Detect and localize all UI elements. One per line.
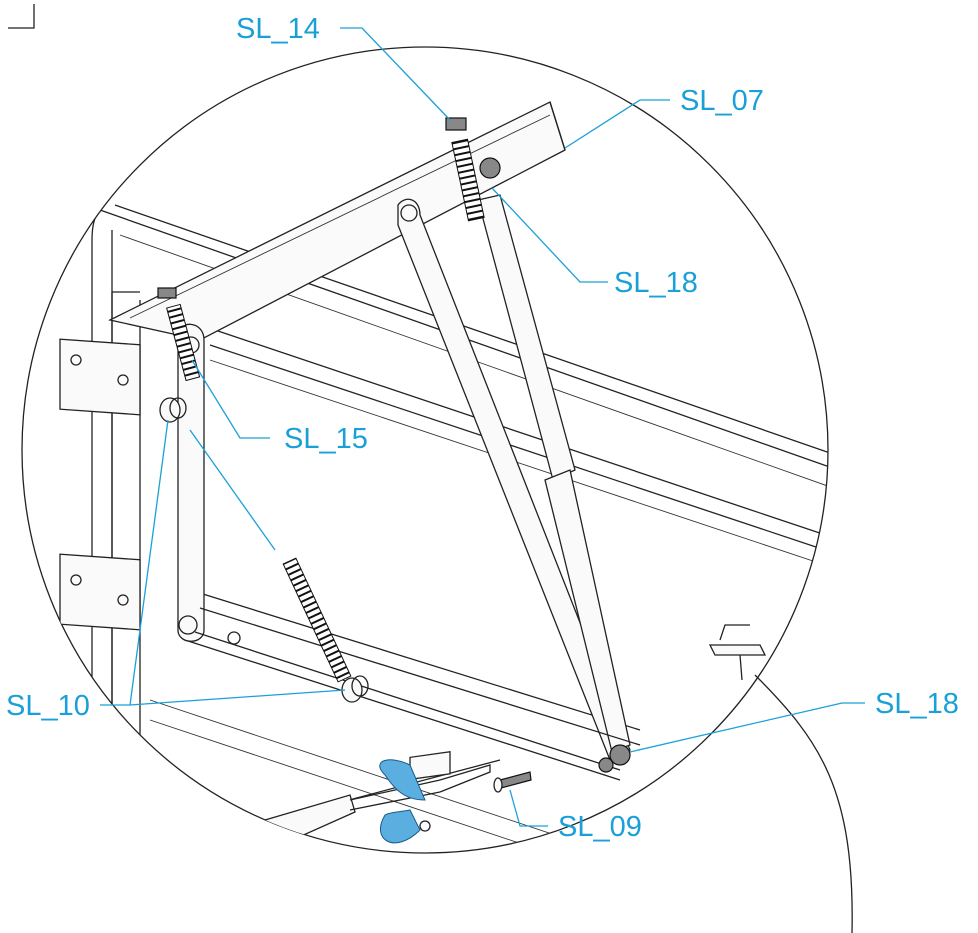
gas-spring: [477, 157, 631, 766]
hinge-plate-upper: [59, 338, 141, 416]
lower-rail: [199, 607, 641, 746]
bracket-right: [708, 624, 767, 681]
upper-left-spring: [157, 287, 201, 382]
tension-spring: [282, 557, 352, 683]
callout-sl14: SL_14: [236, 13, 320, 45]
detail-view-contents: [59, 101, 828, 853]
mount-hole: [227, 631, 241, 645]
bracket-end: [598, 757, 614, 773]
leader-lines: [100, 27, 865, 827]
upper-arm: [108, 101, 566, 341]
strap-clamp: [379, 759, 426, 844]
lower-rail-edge: [194, 631, 621, 771]
upper-right-spring: [445, 117, 485, 222]
detail-circle: [21, 46, 829, 854]
callout-sl07: SL_07: [680, 85, 764, 117]
callout-sl10: SL_10: [6, 690, 90, 722]
screwdriver: [264, 751, 491, 851]
callout-sl18-lower: SL_18: [875, 688, 959, 720]
callout-sl18-upper: SL_18: [614, 267, 698, 299]
screw-sl09: [493, 771, 532, 793]
cable: [754, 674, 853, 933]
bushing-upper: [159, 397, 187, 423]
callout-sl09: SL_09: [558, 811, 642, 843]
callout-sl15: SL_15: [284, 423, 368, 455]
hinge-plate-lower: [59, 553, 141, 631]
crop-mark: [8, 4, 35, 29]
